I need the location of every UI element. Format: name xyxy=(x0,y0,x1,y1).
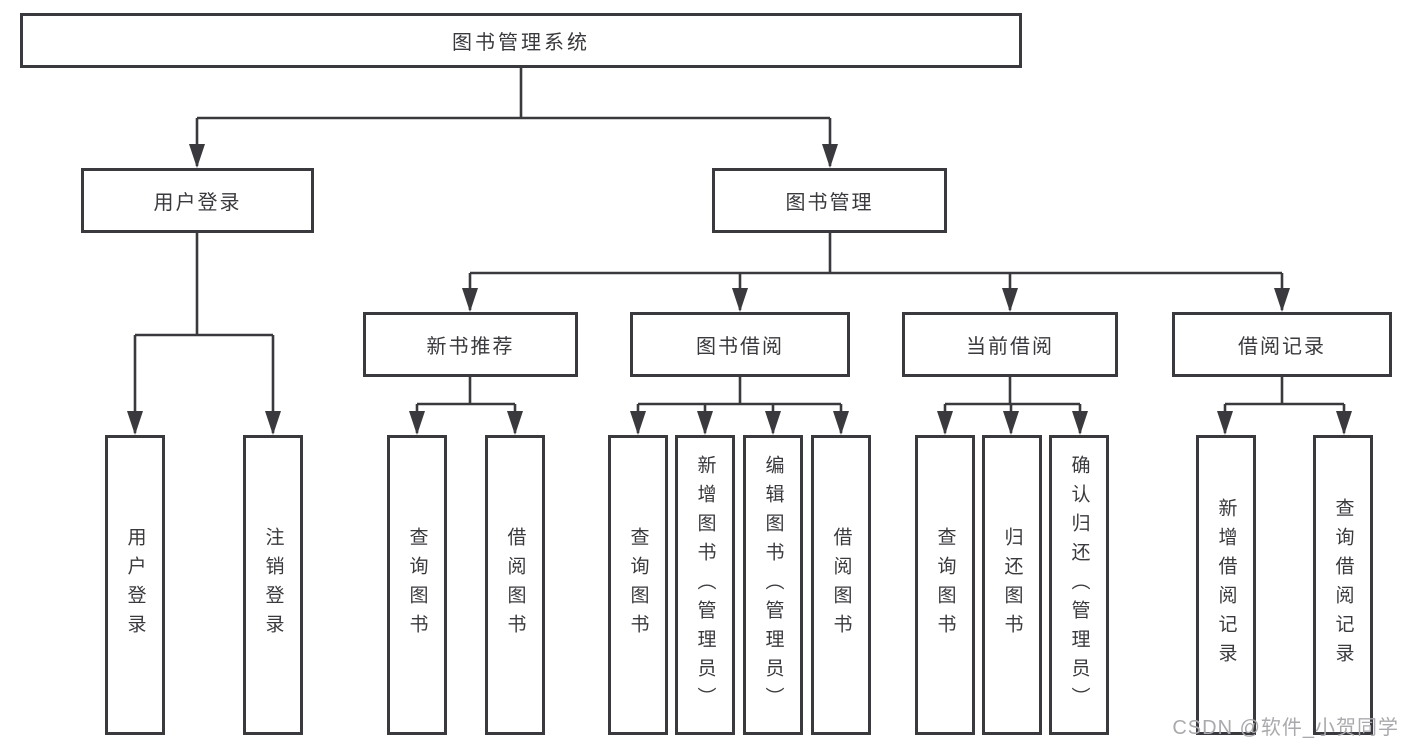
leaf-add-borrow-record: 新增借阅记录 xyxy=(1196,435,1256,735)
connector-line-segments xyxy=(133,68,1346,433)
node-current-borrowing: 当前借阅 xyxy=(902,312,1118,377)
node-book-borrowing: 图书借阅 xyxy=(630,312,850,377)
node-borrowing-records: 借阅记录 xyxy=(1172,312,1392,377)
leaf-query-borrow-record: 查询借阅记录 xyxy=(1313,435,1373,735)
leaf-edit-books-admin: 编辑图书（管理员） xyxy=(743,435,803,735)
leaf-label: 新增借阅记录 xyxy=(1215,498,1237,672)
node-label: 借阅记录 xyxy=(1238,336,1326,358)
node-user-login: 用户登录 xyxy=(81,168,314,233)
leaf-confirm-return-admin: 确认归还（管理员） xyxy=(1049,435,1109,735)
leaf-label: 用户登录 xyxy=(124,527,146,643)
leaf-user-login: 用户登录 xyxy=(105,435,165,735)
leaf-label: 确认归还（管理员） xyxy=(1068,454,1090,716)
leaf-borrow-books-borrowing: 借阅图书 xyxy=(811,435,871,735)
leaf-label: 注销登录 xyxy=(262,527,284,643)
connector-arrowheads xyxy=(127,144,1352,435)
leaf-query-books-recommend: 查询图书 xyxy=(387,435,447,735)
node-label: 用户登录 xyxy=(153,192,242,214)
leaf-label: 查询图书 xyxy=(406,527,428,643)
leaf-logout: 注销登录 xyxy=(243,435,303,735)
leaf-add-books-admin: 新增图书（管理员） xyxy=(675,435,735,735)
node-label: 图书管理 xyxy=(785,192,874,214)
leaf-label: 编辑图书（管理员） xyxy=(762,454,784,716)
leaf-label: 新增图书（管理员） xyxy=(694,454,716,716)
leaf-label: 归还图书 xyxy=(1001,527,1023,643)
leaf-return-books: 归还图书 xyxy=(982,435,1042,735)
leaf-query-books-current: 查询图书 xyxy=(915,435,975,735)
leaf-label: 查询借阅记录 xyxy=(1332,498,1354,672)
node-label: 新书推荐 xyxy=(426,336,515,358)
node-book-management: 图书管理 xyxy=(712,168,947,233)
watermark: CSDN @软件_小贺同学 xyxy=(1172,717,1399,739)
leaf-label: 借阅图书 xyxy=(504,527,526,643)
leaf-borrow-books-recommend: 借阅图书 xyxy=(485,435,545,735)
leaf-label: 查询图书 xyxy=(627,527,649,643)
node-label: 图书管理系统 xyxy=(452,32,590,54)
leaf-label: 借阅图书 xyxy=(830,527,852,643)
node-library-management-system: 图书管理系统 xyxy=(20,13,1022,68)
node-new-book-recommendation: 新书推荐 xyxy=(363,312,578,377)
node-label: 当前借阅 xyxy=(966,336,1054,358)
node-label: 图书借阅 xyxy=(696,336,784,358)
leaf-query-books-borrowing: 查询图书 xyxy=(608,435,668,735)
leaf-label: 查询图书 xyxy=(934,527,956,643)
